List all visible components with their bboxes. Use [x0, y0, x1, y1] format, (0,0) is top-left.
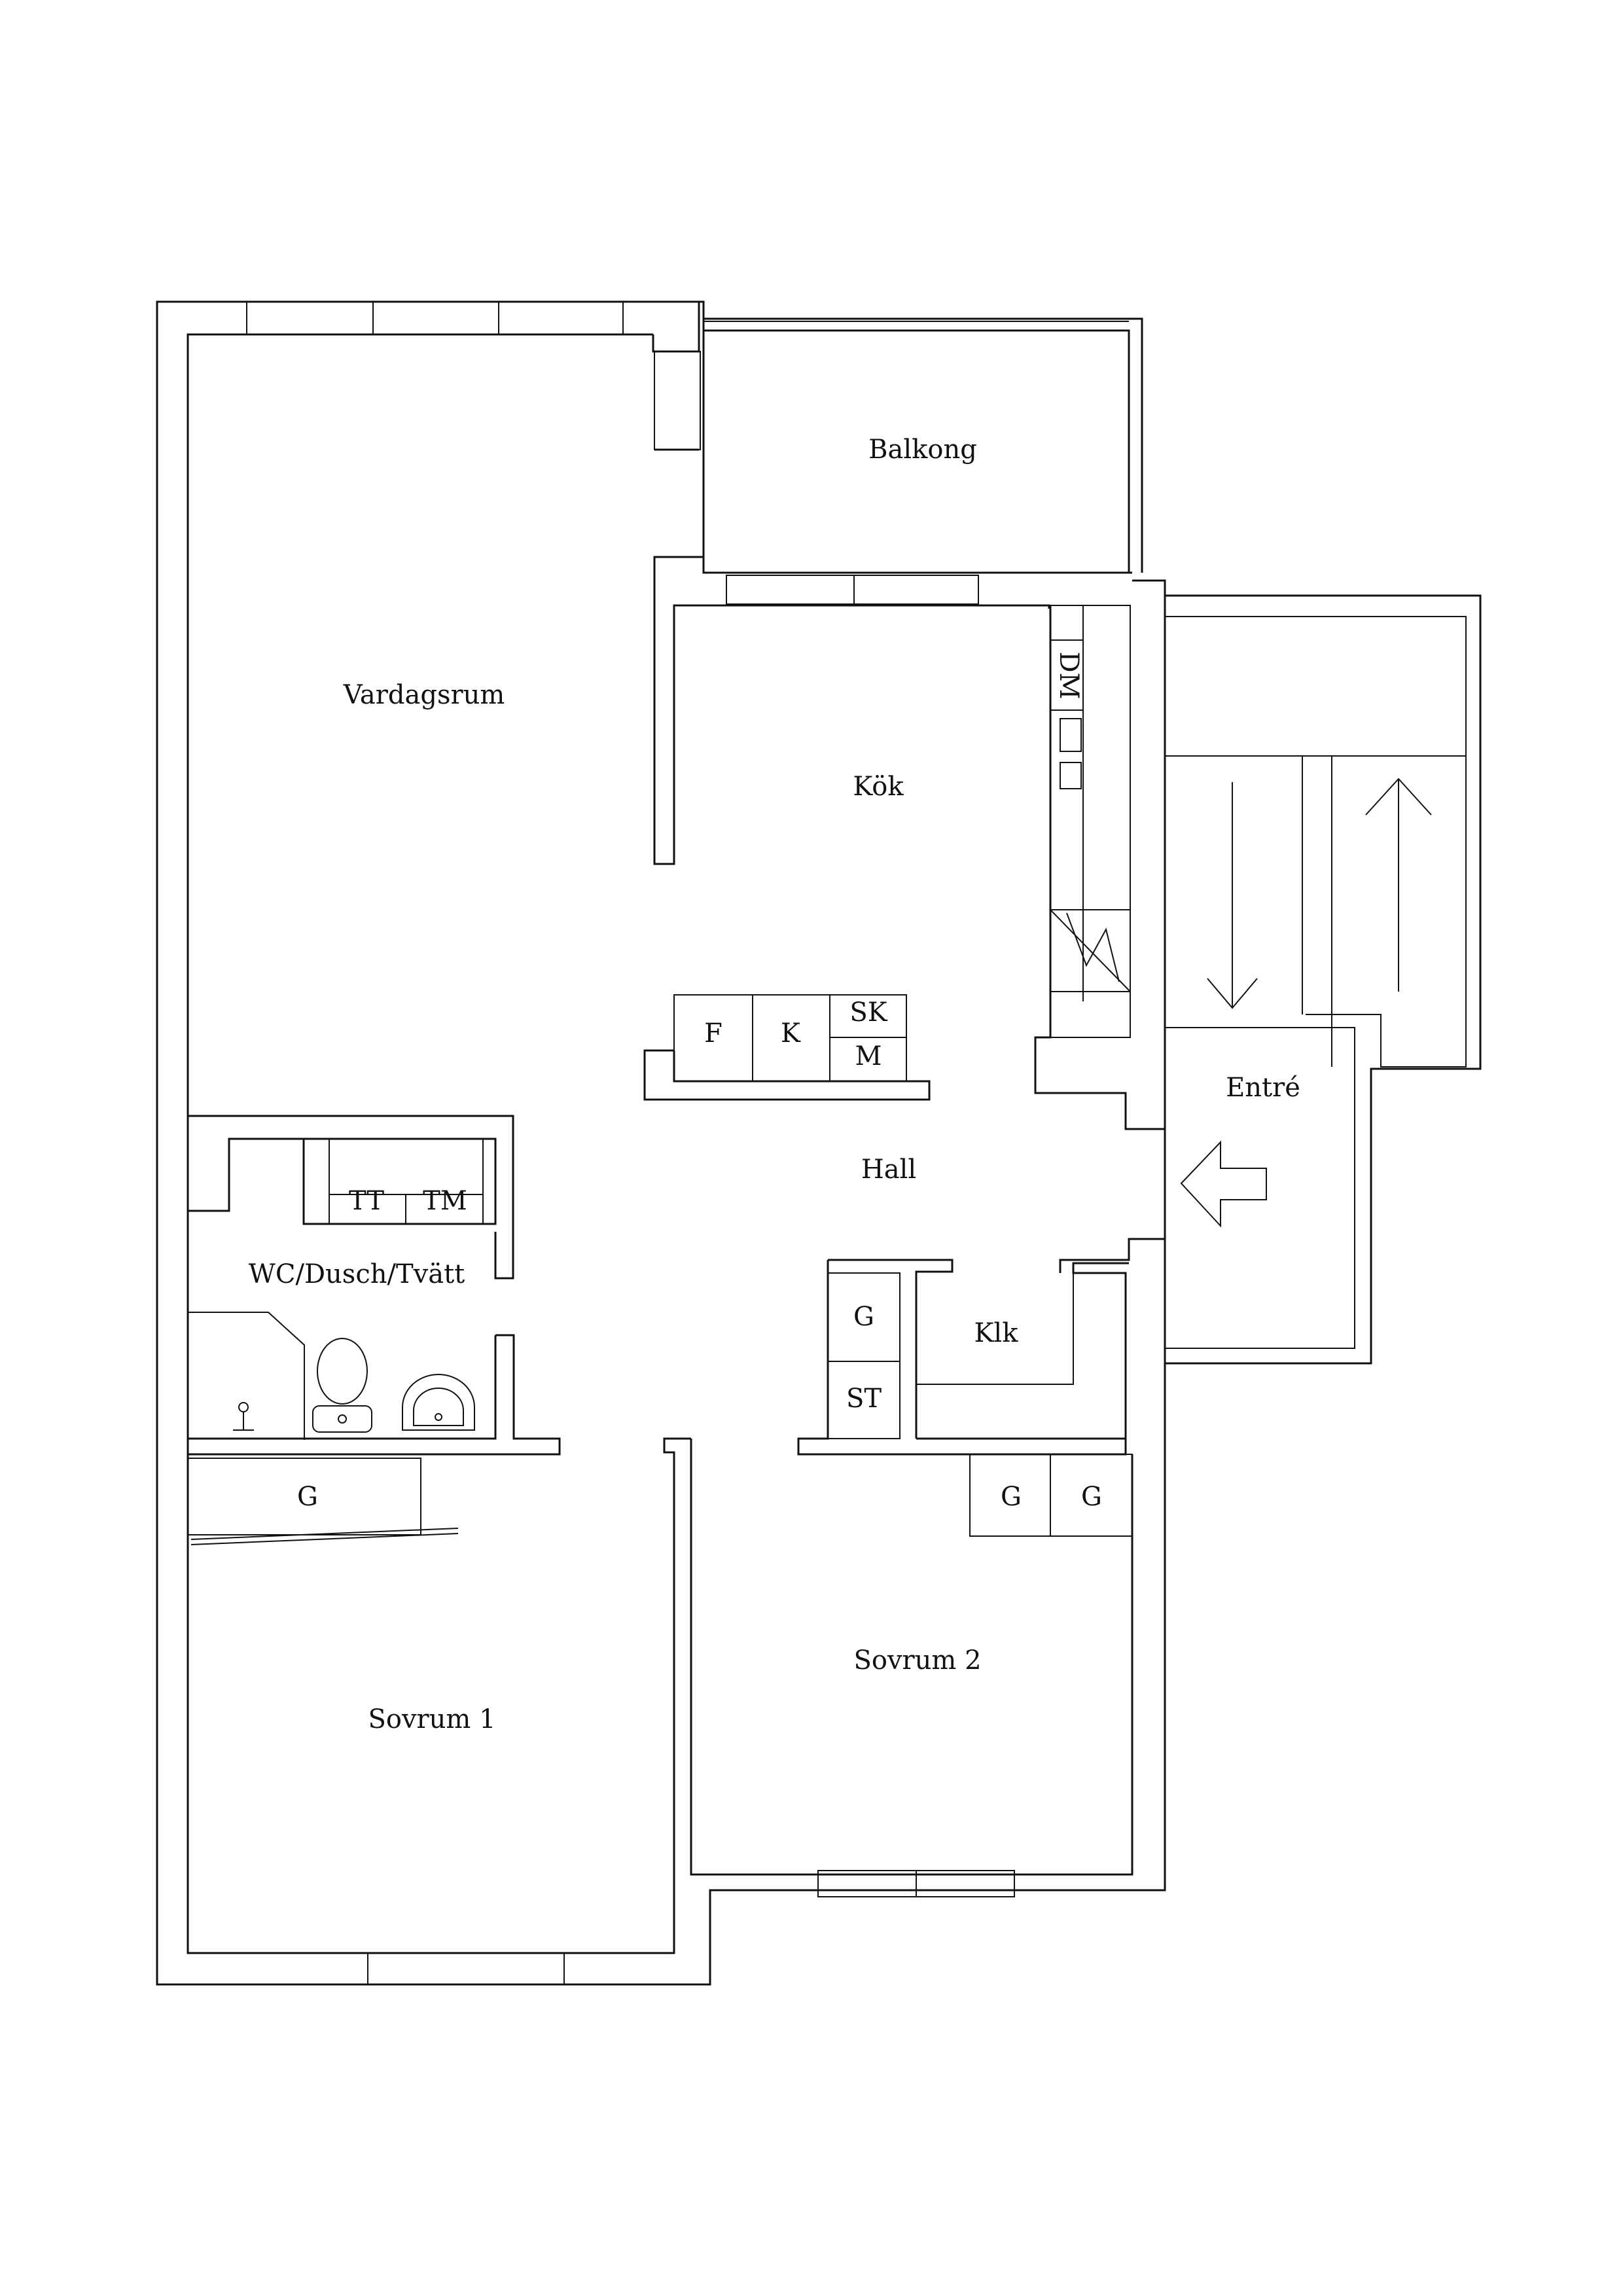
fixture-label-st: ST: [846, 1384, 882, 1414]
fixture-label-m: M: [855, 1041, 882, 1071]
windows: [246, 301, 1015, 1985]
fixture-label-tt: TT: [349, 1186, 384, 1216]
room-label-klk: Klk: [974, 1318, 1019, 1348]
room-label-hall: Hall: [861, 1155, 916, 1185]
fixture-label-k: K: [781, 1018, 801, 1049]
stairwell: [1165, 594, 1482, 1365]
fixture-label-g-sovrum2-a: G: [1001, 1482, 1022, 1512]
living-walls: [652, 302, 1050, 865]
klk: [797, 1259, 1129, 1456]
fixture-label-dm: DM: [1054, 651, 1084, 699]
room-label-entre: Entré: [1226, 1073, 1300, 1103]
sovrum2: [690, 1439, 1133, 1876]
kitchen-island: [643, 994, 931, 1101]
room-label-balkong: Balkong: [868, 435, 977, 465]
fixture-label-g-sovrum2-b: G: [1081, 1482, 1102, 1512]
room-label-sovrum1: Sovrum 1: [368, 1704, 495, 1734]
room-labels: Balkong Vardagsrum Kök Hall Entré WC/Dus…: [249, 435, 1300, 1734]
fixture-label-g-hall: G: [853, 1302, 874, 1332]
room-label-vardagsrum: Vardagsrum: [343, 680, 505, 710]
sovrum1-wardrobe: [188, 1458, 459, 1545]
room-label-sovrum2: Sovrum 2: [853, 1645, 981, 1676]
fixture-label-f: F: [704, 1018, 722, 1049]
balcony: [699, 300, 1143, 574]
fixture-label-sk: SK: [849, 997, 887, 1028]
room-label-wc: WC/Dusch/Tvätt: [249, 1259, 465, 1289]
fixture-label-tm: TM: [423, 1186, 467, 1216]
outer-walls: [156, 300, 1166, 1986]
room-label-kok: Kök: [853, 772, 904, 802]
bathroom: [187, 1138, 561, 1456]
fixture-label-g-sovrum1: G: [297, 1482, 318, 1512]
fixture-labels: DM F K SK M TT TM G ST G G G: [297, 651, 1102, 1512]
kitchen-counter: [1034, 605, 1165, 1273]
